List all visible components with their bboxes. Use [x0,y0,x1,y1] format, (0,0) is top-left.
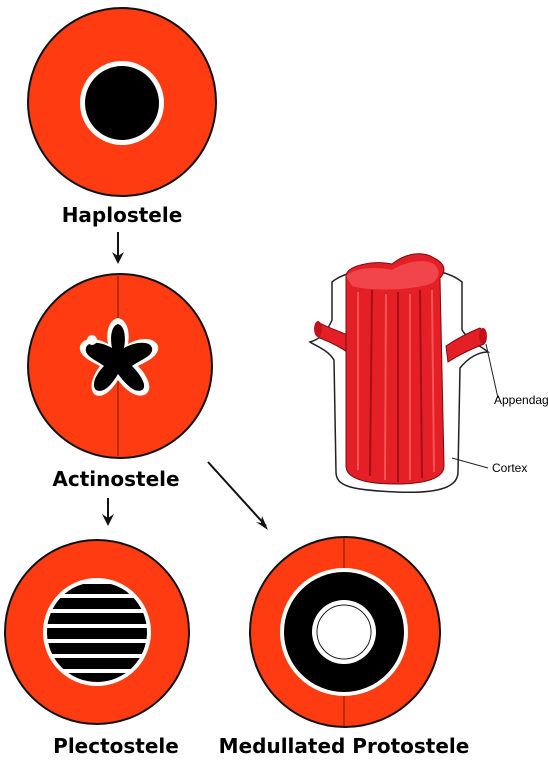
haplostele-xylem [85,66,159,140]
plectostele-figure [5,540,189,724]
actinostele-figure [28,274,212,458]
medullated-label: Medullated Protostele [219,734,470,758]
appendage-pointer [486,344,498,398]
arrow-down-1 [112,232,124,264]
stem-appendage-left-end [314,321,322,337]
arrow-down-2 [102,498,114,526]
cortex-label: Cortex [492,461,527,475]
actinostele-phloem-spot [87,335,97,345]
stem-3d-illustration [310,254,498,493]
medullated-figure [250,537,440,727]
haplostele-label: Haplostele [62,203,183,227]
actinostele-label: Actinostele [52,467,179,491]
arrow-diagonal [208,462,268,530]
haplostele-figure [28,8,216,196]
medullated-pith [317,605,371,659]
stem-appendage-right-end [479,328,487,344]
plectostele-label: Plectostele [53,734,179,758]
appendage-label: Appendage [494,393,548,407]
